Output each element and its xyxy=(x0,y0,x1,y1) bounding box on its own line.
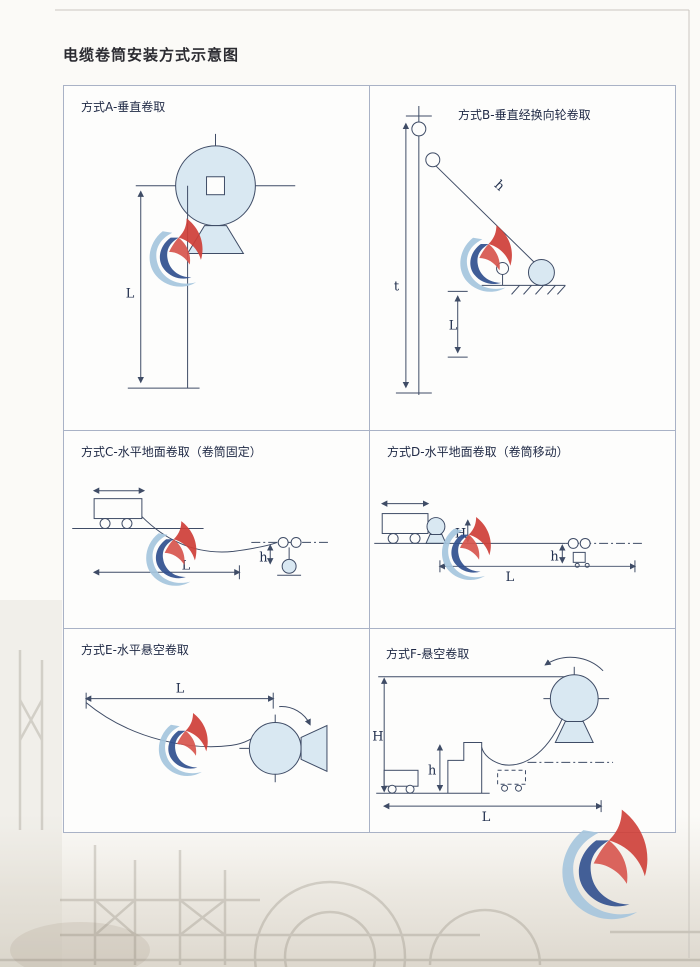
dimension-L: L xyxy=(382,800,603,825)
dimension-L: L xyxy=(84,682,275,709)
diagram-horizontal-ground-moving-reel: H h L xyxy=(374,500,643,585)
dimension-label-L: L xyxy=(182,558,191,573)
dimension-label-L: L xyxy=(449,318,458,333)
brand-watermark-icon xyxy=(158,713,208,777)
reel-assembly xyxy=(239,714,328,783)
guide-pulleys xyxy=(567,537,591,568)
dimension-t: t xyxy=(394,122,432,394)
panel-method-e: 方式E-水平悬空卷取 L xyxy=(64,629,370,833)
rotation-arrow xyxy=(544,656,604,672)
dimension-L: L xyxy=(438,560,637,585)
panel-label: 方式C-水平地面卷取（卷筒固定） xyxy=(81,445,262,459)
reel-mount xyxy=(481,258,566,295)
diagram-horizontal-suspended-winding: L xyxy=(84,682,328,783)
dimension-label-H: H xyxy=(372,729,383,744)
brand-watermark-icon xyxy=(146,521,197,586)
reel-on-trolley xyxy=(425,517,447,544)
panel-method-f: 方式F-悬空卷取 H xyxy=(370,629,676,833)
dimension-label-h: h xyxy=(259,550,267,565)
diagram-vertical-diverting-pulley-winding: t h L xyxy=(394,105,566,396)
panel-label: 方式D-水平地面卷取（卷筒移动） xyxy=(387,445,569,459)
dimension-h: h xyxy=(428,744,444,792)
dimension-label-h: h xyxy=(550,549,558,564)
diagram-vertical-winding: L xyxy=(126,133,296,389)
cable-and-pulleys xyxy=(405,105,536,396)
reel-assembly xyxy=(135,133,296,255)
dimension-label-L: L xyxy=(176,682,185,697)
dimension-h: h xyxy=(491,178,507,195)
dimension-L: L xyxy=(447,290,468,358)
dimension-label-h: h xyxy=(428,763,436,778)
page-title: 电缆卷筒安装方式示意图 xyxy=(63,46,240,64)
dimension-label-h: h xyxy=(491,178,507,195)
dimension-h: h xyxy=(550,544,566,564)
panel-label: 方式B-垂直经换向轮卷取 xyxy=(458,108,591,122)
brand-watermark-icon xyxy=(441,517,491,580)
trolley xyxy=(381,513,429,544)
panel-method-c: 方式C-水平地面卷取（卷筒固定） xyxy=(64,431,370,629)
dimension-L: L xyxy=(126,190,200,389)
reel-assembly xyxy=(543,666,610,743)
dashed-trolley xyxy=(497,769,526,792)
dimension-label-L: L xyxy=(506,570,515,585)
cable-curve xyxy=(481,718,563,766)
panel-method-b: 方式B-垂直经换向轮卷取 t h xyxy=(370,86,676,431)
trolley xyxy=(72,498,204,530)
panel-label: 方式A-垂直卷取 xyxy=(81,100,166,114)
panel-label: 方式F-悬空卷取 xyxy=(386,647,470,661)
dimension-h: h xyxy=(259,544,274,565)
dimension-label-L: L xyxy=(482,810,491,825)
diagram-suspended-winding: H xyxy=(372,656,614,825)
rotation-arrow xyxy=(279,706,311,726)
brand-watermark-icon xyxy=(460,225,512,292)
panel-method-a: 方式A-垂直卷取 L xyxy=(64,86,370,431)
panel-label: 方式E-水平悬空卷取 xyxy=(81,643,189,657)
dimension-label-L: L xyxy=(126,286,135,301)
dimension-label-t: t xyxy=(394,279,400,294)
dimension-H: H xyxy=(372,677,388,793)
diagram-grid: 方式A-垂直卷取 L xyxy=(63,85,676,833)
panel-method-d: 方式D-水平地面卷取（卷筒移动） xyxy=(370,431,676,629)
diagram-horizontal-ground-fixed-reel: h L xyxy=(72,487,331,586)
step-structure xyxy=(447,741,483,794)
guide-pulleys-and-reel xyxy=(277,536,302,576)
dimension-label-H: H xyxy=(455,526,466,541)
trolley xyxy=(376,769,490,794)
